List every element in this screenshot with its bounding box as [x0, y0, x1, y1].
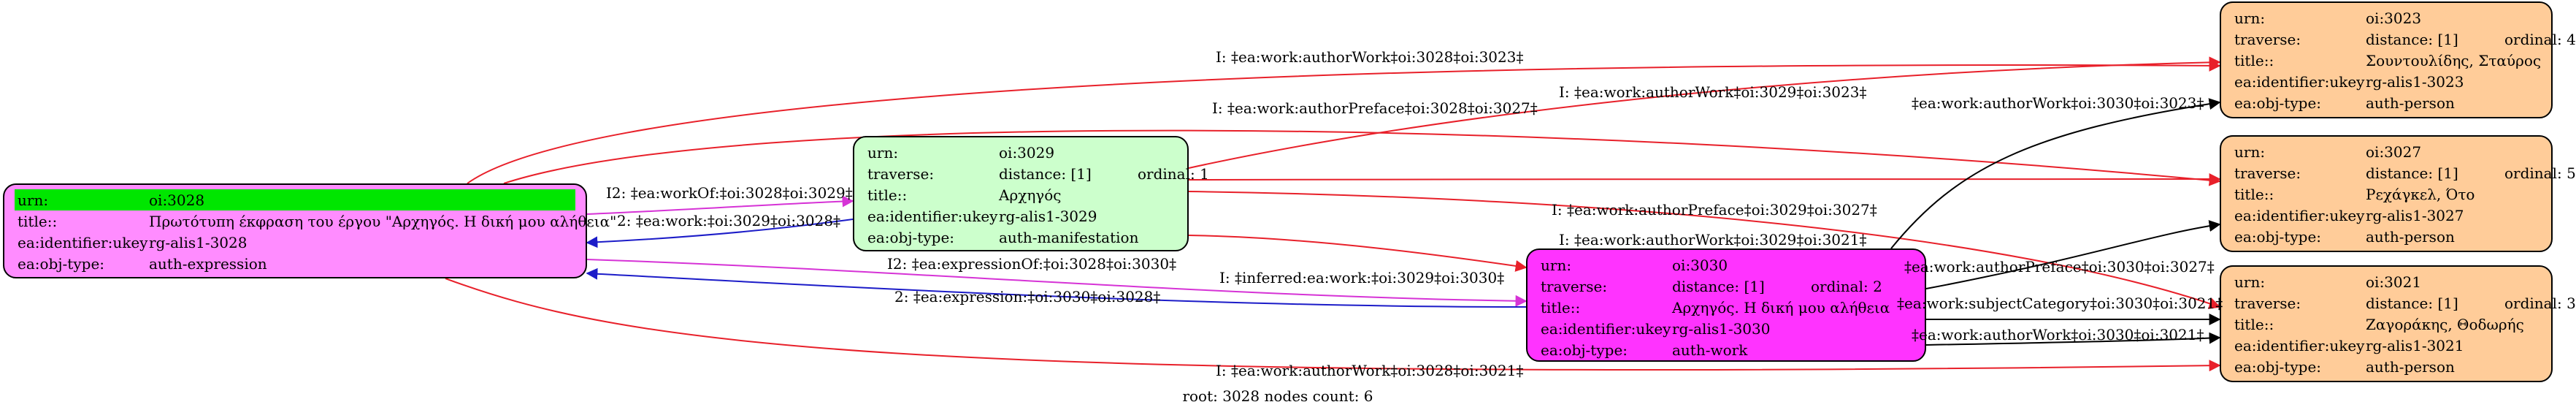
edge-label: ‡ea:work:authorPreface‡oi:3030‡oi:3027‡: [1904, 258, 2215, 276]
edge-e9: [1188, 173, 2221, 186]
node-row-traverse: traverse:distance: [1]ordinal: 5: [2234, 164, 2576, 182]
edge-label: ‡ea:work:authorWork‡oi:3030‡oi:3023‡: [1912, 94, 2204, 112]
node-row-obj-type: ea:obj-type:auth-expression: [18, 254, 267, 273]
edge-e2: [503, 129, 2221, 186]
node-oi-3030[interactable]: urn:oi:3030 traverse:distance: [1]ordina…: [1526, 248, 1926, 362]
node-row-urn: urn:oi:3023: [2234, 9, 2422, 27]
node-row-obj-type: ea:obj-type:auth-person: [2234, 94, 2455, 112]
node-row-traverse: traverse:distance: [1]ordinal: 3: [2234, 294, 2576, 312]
node-row-urn: urn:oi:3029: [867, 143, 1055, 162]
node-row-title: title::Αρχηγός. Η δική μου αλήθεια: [1541, 298, 1890, 316]
edge-e7: [445, 278, 2221, 372]
edge-e5: [586, 259, 1527, 307]
node-oi-3028[interactable]: urn:oi:3028 title::Πρωτότυπη έκφραση του…: [3, 183, 617, 278]
edge-label: I2: ‡ea:workOf:‡oi:3028‡oi:3029‡: [606, 184, 853, 202]
node-row-urn: urn:oi:3027: [2234, 143, 2422, 161]
node-row-title: title::Αρχηγός: [867, 186, 1062, 204]
node-oi-3023[interactable]: urn:oi:3023 traverse:distance: [1]ordina…: [2220, 1, 2576, 118]
edge-label: I: ‡ea:work:authorWork‡oi:3028‡oi:3021‡: [1216, 362, 1524, 379]
edge-label: I: ‡ea:work:authorWork‡oi:3028‡oi:3023‡: [1216, 48, 1524, 66]
edge-label: 2: ‡ea:work:‡oi:3029‡oi:3028‡: [617, 212, 841, 229]
edge-e13: [1925, 220, 2221, 289]
edge-e3: [586, 195, 854, 215]
node-row-obj-type: ea:obj-type:auth-work: [1541, 341, 1748, 359]
edge-label: I: ‡ea:work:authorPreface‡oi:3028‡oi:302…: [1212, 99, 1538, 117]
node-row-traverse: traverse:distance: [1]ordinal: 2: [1541, 277, 1882, 295]
edge-e11: [1188, 235, 1527, 272]
node-row-obj-type: ea:obj-type:auth-manifestation: [867, 228, 1139, 246]
edge-label: I: ‡ea:work:authorWork‡oi:3029‡oi:3023‡: [1559, 83, 1867, 101]
node-row-title: title::Ρεχάγκελ, Ότο: [2234, 185, 2475, 203]
node-row-obj-type: ea:obj-type:auth-person: [2234, 357, 2455, 376]
edge-label: I: ‡ea:work:authorWork‡oi:3029‡oi:3021‡: [1559, 231, 1867, 248]
edge-label: 2: ‡ea:expression:‡oi:3030‡oi:3028‡: [894, 288, 1161, 305]
edge-label: ‡ea:work:authorWork‡oi:3030‡oi:3021‡: [1912, 326, 2204, 343]
edge-e6: [586, 267, 1527, 308]
edge-e8: [1188, 56, 2221, 169]
edge-label: I: ‡ea:work:authorPreface‡oi:3029‡oi:302…: [1552, 201, 1877, 219]
edge-e10: [1188, 191, 2221, 309]
node-row-obj-type: ea:obj-type:auth-person: [2234, 227, 2455, 246]
node-row-traverse: traverse:distance: [1]ordinal: 4: [2234, 30, 2576, 48]
edge-e15: [1925, 332, 2221, 346]
node-row-traverse: traverse:distance: [1]ordinal: 1: [867, 164, 1209, 183]
edge-e1: [467, 59, 2221, 184]
node-row-urn: urn:oi:3021: [2234, 273, 2422, 291]
node-oi-3029[interactable]: urn:oi:3029 traverse:distance: [1]ordina…: [853, 136, 1209, 251]
node-row-urn: urn:oi:3028: [15, 189, 575, 210]
node-oi-3027[interactable]: urn:oi:3027 traverse:distance: [1]ordina…: [2220, 135, 2576, 252]
edge-label: ‡ea:work:subjectCategory‡oi:3030‡oi:3021…: [1897, 295, 2223, 312]
node-oi-3021[interactable]: urn:oi:3021 traverse:distance: [1]ordina…: [2220, 265, 2576, 382]
edge-e12: [1890, 98, 2221, 249]
node-row-urn: urn:oi:3030: [1541, 256, 1728, 274]
node-row-title: title::Πρωτότυπη έκφραση του έργου "Αρχη…: [18, 212, 617, 230]
edge-e4: [586, 219, 854, 248]
edge-label: I: ‡inferred:ea:work:‡oi:3029‡oi:3030‡: [1219, 269, 1505, 286]
graph-footer: root: 3028 nodes count: 6: [1182, 387, 1373, 405]
node-row-title: title::Ζαγοράκης, Θοδωρής: [2234, 315, 2524, 333]
edge-label: I2: ‡ea:expressionOf:‡oi:3028‡oi:3030‡: [887, 255, 1177, 273]
node-row-title: title::Σουντουλίδης, Σταύρος: [2234, 51, 2542, 69]
